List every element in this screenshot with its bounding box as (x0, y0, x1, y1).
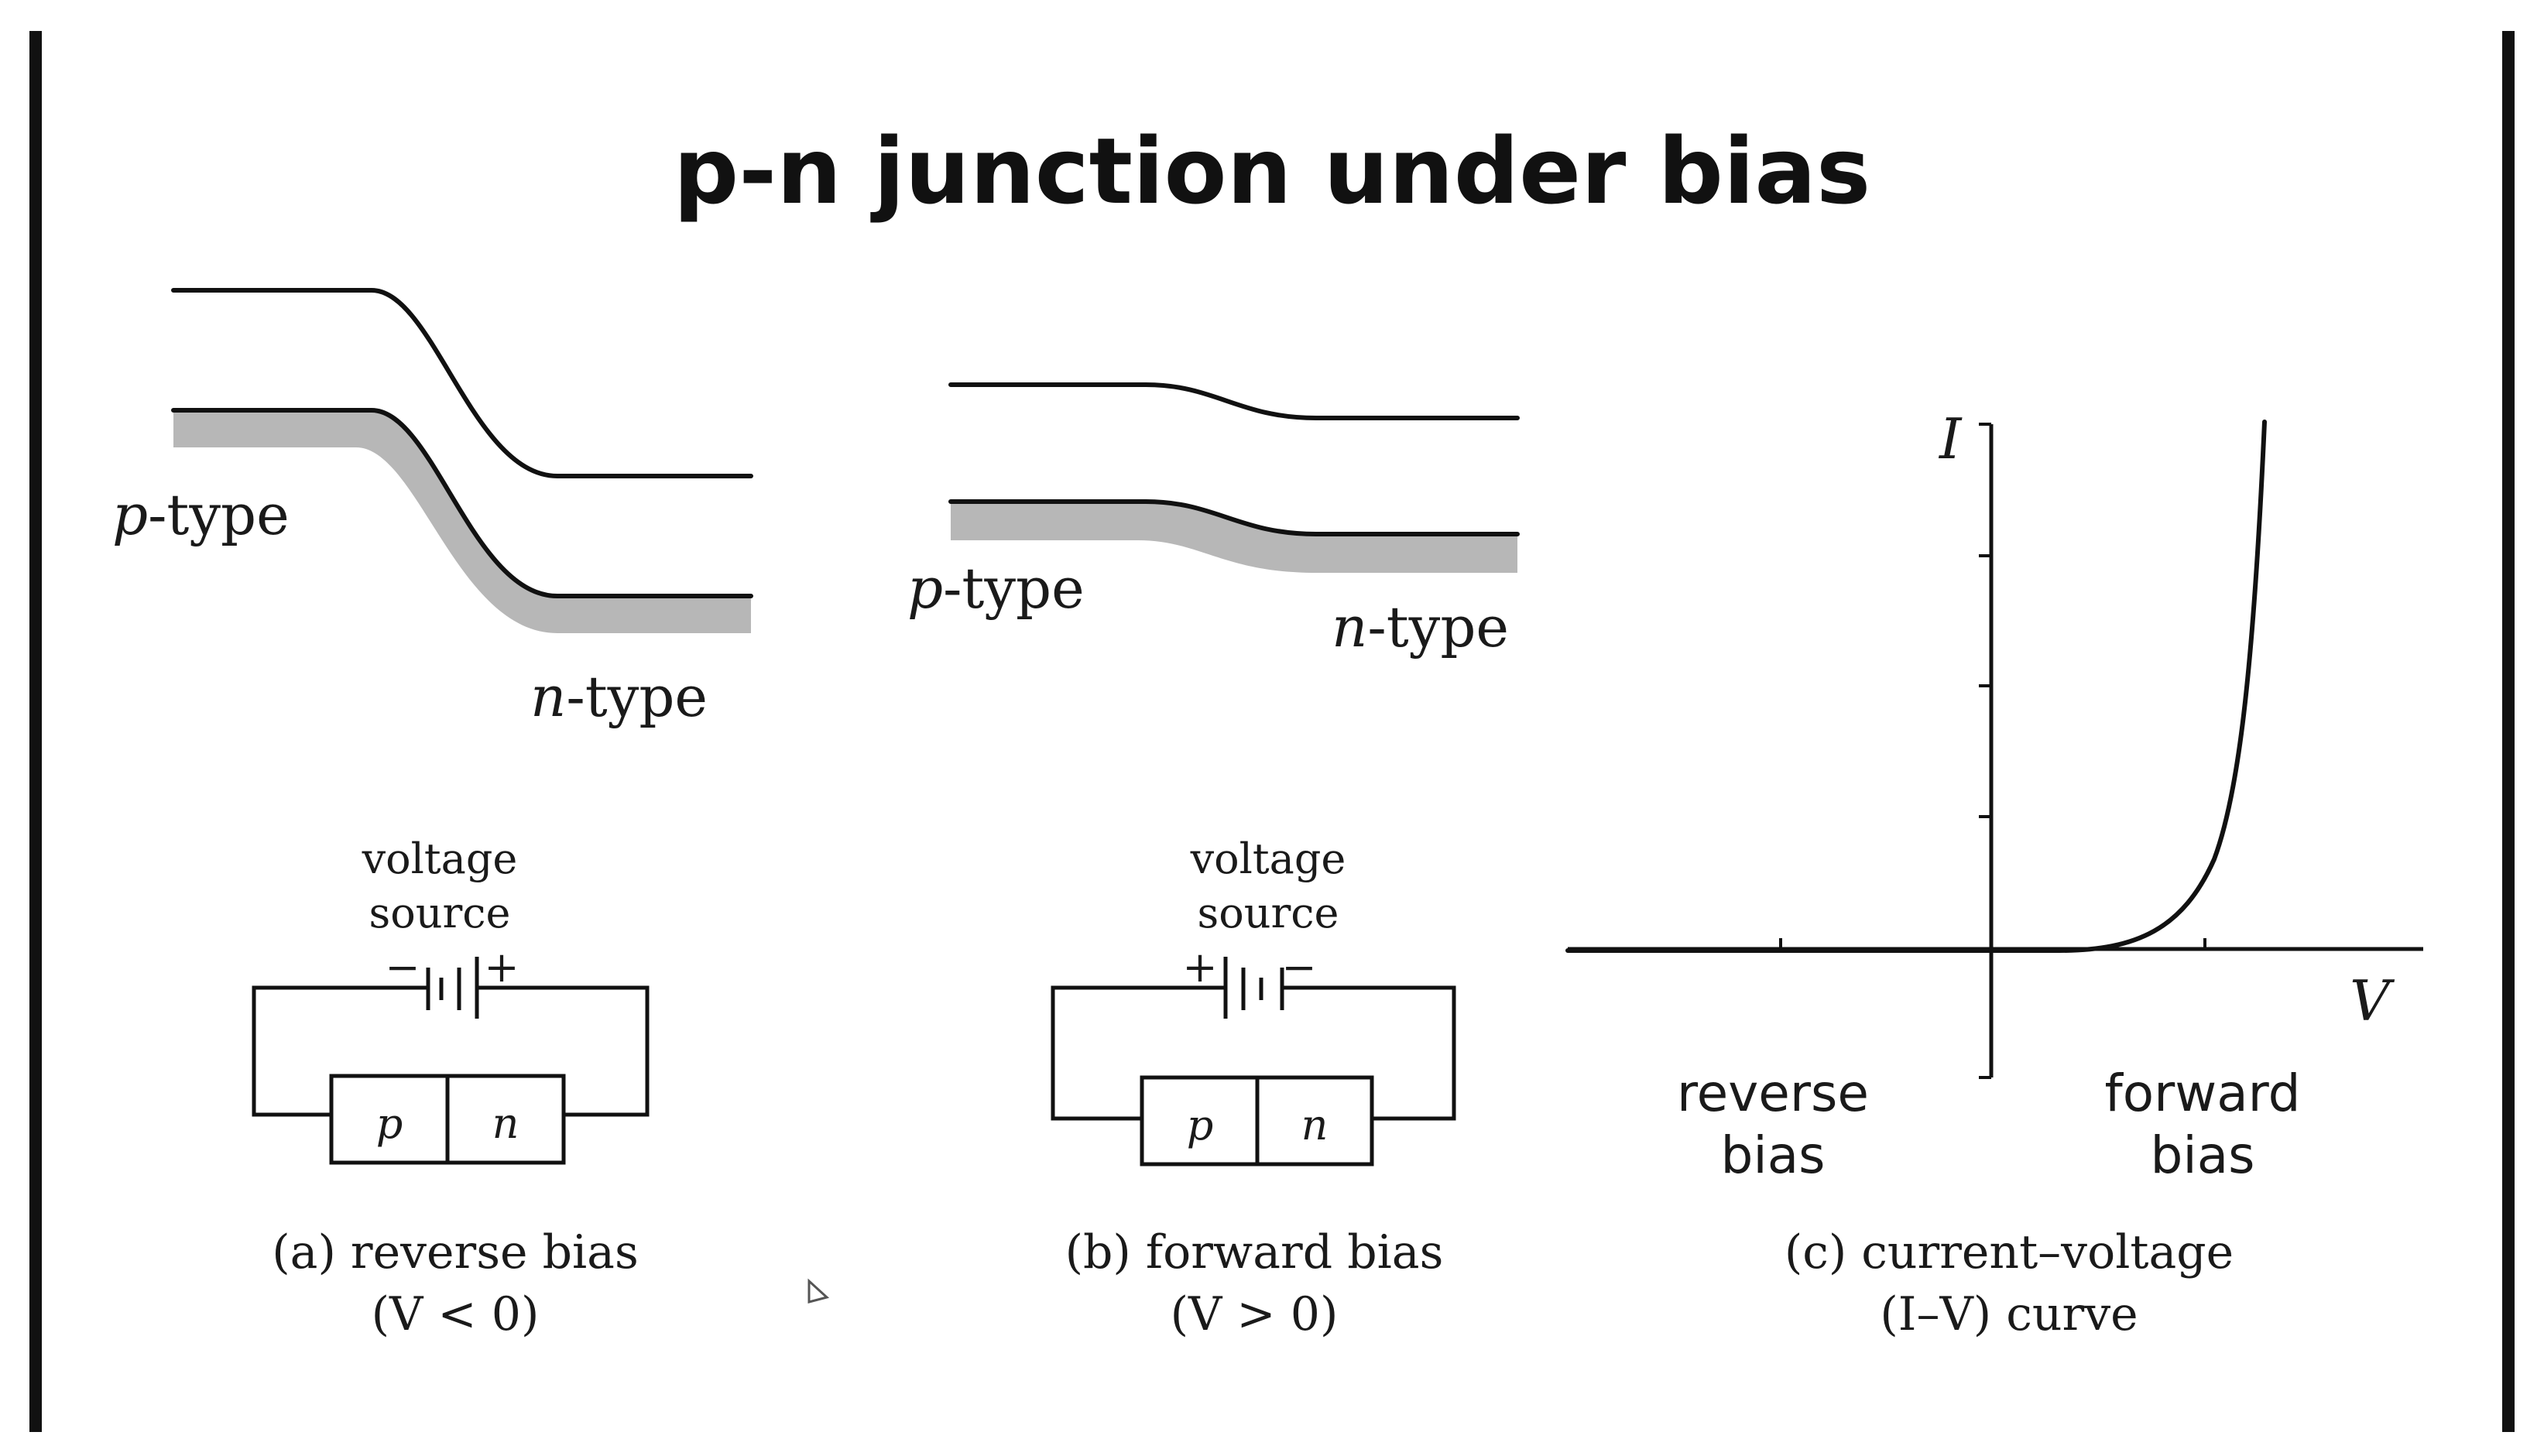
forward-n-type-label: n-type (1332, 594, 1509, 659)
forward-source-label-line2: source (1197, 889, 1339, 937)
iv-y-axis-label: I (1938, 406, 1963, 471)
reverse-valence-shade (173, 410, 751, 633)
left-border-bar (29, 31, 42, 1432)
forward-caption-line2: (V > 0) (1171, 1287, 1339, 1341)
forward-source-label-line1: voltage (1190, 834, 1346, 883)
forward-valence-band (948, 499, 1520, 536)
iv-caption-line2: (I–V) curve (1880, 1287, 2138, 1341)
forward-circuit-wire (1051, 985, 1456, 1121)
reverse-valence-band (171, 408, 753, 598)
reverse-caption-line1: (a) reverse bias (272, 1225, 638, 1280)
reverse-source-label-line2: source (369, 889, 510, 937)
forward-bias-circuit: voltage source + − p n (1051, 834, 1456, 1167)
reverse-caption-line2: (V < 0) (372, 1287, 540, 1341)
reverse-bias-band-diagram (171, 288, 753, 633)
reverse-battery-plus: + (484, 943, 519, 992)
page-title: p-n junction under bias (674, 118, 1871, 224)
forward-valence-shade (951, 502, 1517, 573)
reverse-conduction-band (171, 288, 753, 478)
iv-diode-curve (1565, 420, 2267, 953)
forward-block-n-label: n (1301, 1101, 1329, 1149)
iv-reverse-region-line1: reverse (1677, 1064, 1869, 1123)
reverse-block-n-label: n (492, 1099, 519, 1148)
iv-curve-plot: I V reverse bias forward bias (1565, 406, 2423, 1185)
forward-conduction-band (948, 382, 1520, 420)
cursor-icon (807, 1278, 830, 1304)
reverse-source-label-line1: voltage (362, 834, 518, 883)
reverse-n-type-label: n-type (530, 664, 708, 729)
reverse-circuit-wire (252, 985, 650, 1117)
iv-reverse-region-line2: bias (1720, 1125, 1825, 1185)
forward-block-p-label: p (1187, 1101, 1214, 1149)
reverse-p-type-label: p-type (112, 482, 290, 547)
iv-x-axis-label: V (2350, 968, 2395, 1033)
iv-forward-region-line2: bias (2150, 1125, 2254, 1185)
forward-battery-minus: − (1281, 943, 1316, 992)
forward-p-type-label: p-type (907, 556, 1085, 621)
reverse-battery-minus: − (385, 943, 420, 992)
forward-battery-icon (1223, 957, 1284, 1019)
forward-bias-band-diagram (948, 382, 1520, 573)
forward-battery-plus: + (1182, 943, 1217, 992)
iv-caption-line1: (c) current–voltage (1785, 1225, 2234, 1280)
reverse-block-p-label: p (376, 1099, 403, 1148)
iv-forward-region-line1: forward (2104, 1064, 2300, 1123)
forward-caption-line1: (b) forward bias (1065, 1225, 1444, 1280)
right-border-bar (2502, 31, 2515, 1432)
reverse-bias-circuit: voltage source − + p n (252, 834, 650, 1165)
reverse-battery-icon (426, 957, 479, 1019)
